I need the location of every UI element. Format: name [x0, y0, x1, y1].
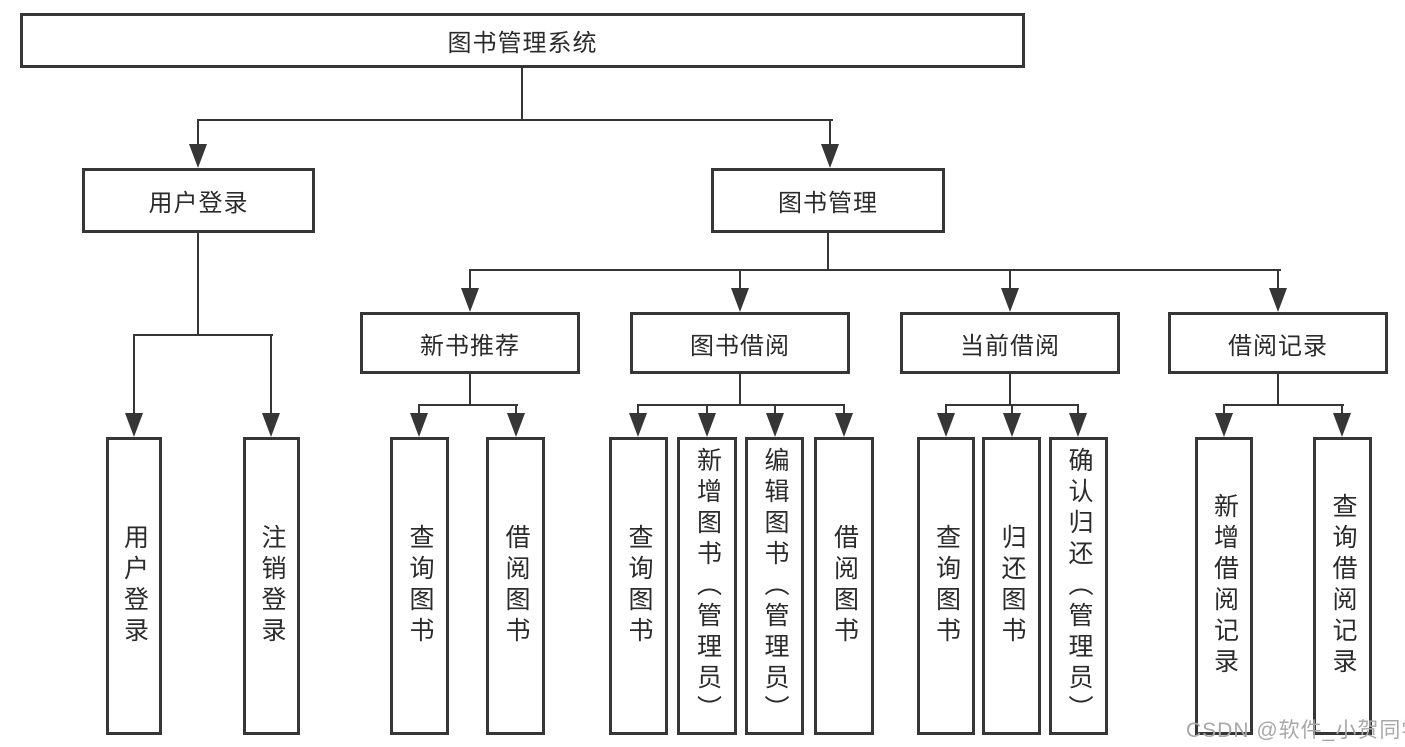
- node-library-management-system: 图书管理系统: [20, 13, 1025, 68]
- connector-line: [829, 121, 831, 147]
- node-book-borrowing: 图书借阅: [630, 312, 850, 374]
- arrow-down-icon: [1003, 413, 1021, 437]
- leaf-current-return-books: 归还图书: [982, 437, 1041, 735]
- node-user-login: 用户登录: [82, 168, 315, 233]
- connector-line: [945, 406, 947, 416]
- arrow-down-icon: [1269, 288, 1287, 312]
- leaf-current-confirm-return-admin: 确认归还（管理员）: [1049, 437, 1108, 735]
- arrow-down-icon: [821, 144, 839, 168]
- arrow-down-icon: [1069, 413, 1087, 437]
- connector-line: [469, 269, 1281, 271]
- connector-line: [418, 406, 420, 416]
- leaf-records-add-borrow-record: 新增借阅记录: [1195, 437, 1253, 735]
- node-current-borrowing: 当前借阅: [900, 312, 1120, 374]
- arrow-down-icon: [125, 413, 143, 437]
- connector-line: [1277, 271, 1279, 290]
- leaf-newbook-query-books: 查询图书: [390, 437, 449, 735]
- connector-line: [843, 406, 845, 416]
- connector-line: [1009, 374, 1011, 406]
- node-new-book-recommendation: 新书推荐: [360, 312, 580, 374]
- arrow-down-icon: [1333, 413, 1351, 437]
- leaf-logout: 注销登录: [243, 437, 300, 735]
- arrow-down-icon: [629, 413, 647, 437]
- arrow-down-icon: [189, 144, 207, 168]
- connector-line: [1341, 406, 1343, 416]
- arrow-down-icon: [507, 413, 525, 437]
- node-book-management: 图书管理: [711, 168, 945, 233]
- connector-line: [197, 121, 199, 147]
- connector-line: [1277, 374, 1279, 406]
- arrow-down-icon: [766, 413, 784, 437]
- arrow-down-icon: [937, 413, 955, 437]
- connector-line: [739, 374, 741, 406]
- connector-line: [1223, 406, 1225, 416]
- connector-line: [637, 404, 845, 406]
- connector-line: [774, 406, 776, 416]
- connector-line: [1009, 271, 1011, 290]
- connector-line: [739, 271, 741, 290]
- connector-line: [418, 404, 518, 406]
- watermark-csdn: CSDN @软件_小贺同学: [1186, 719, 1405, 742]
- connector-line: [945, 404, 1079, 406]
- arrow-down-icon: [410, 413, 428, 437]
- leaf-borrowing-query-books: 查询图书: [609, 437, 668, 735]
- arrow-down-icon: [698, 413, 716, 437]
- arrow-down-icon: [262, 413, 280, 437]
- node-borrowing-records: 借阅记录: [1168, 312, 1388, 374]
- connector-line: [637, 406, 639, 416]
- arrow-down-icon: [1215, 413, 1233, 437]
- arrow-down-icon: [1001, 288, 1019, 312]
- connector-line: [521, 68, 523, 120]
- connector-line: [706, 406, 708, 416]
- connector-line: [1011, 406, 1013, 416]
- connector-line: [270, 336, 272, 415]
- leaf-borrowing-borrow-books: 借阅图书: [814, 437, 874, 735]
- connector-line: [197, 119, 833, 121]
- leaf-user-login: 用户登录: [106, 437, 162, 735]
- connector-line: [827, 233, 829, 271]
- connector-line: [469, 374, 471, 406]
- leaf-borrowing-edit-books-admin: 编辑图书（管理员）: [745, 437, 804, 735]
- arrow-down-icon: [731, 288, 749, 312]
- arrow-down-icon: [835, 413, 853, 437]
- connector-line: [1077, 406, 1079, 416]
- leaf-current-query-books: 查询图书: [917, 437, 975, 735]
- arrow-down-icon: [461, 288, 479, 312]
- connector-line: [197, 233, 199, 336]
- connector-line: [515, 406, 517, 416]
- leaf-borrowing-add-books-admin: 新增图书（管理员）: [677, 437, 737, 735]
- leaf-records-query-borrow-record: 查询借阅记录: [1313, 437, 1372, 735]
- leaf-newbook-borrow-books: 借阅图书: [486, 437, 545, 735]
- connector-line: [133, 336, 135, 415]
- connector-line: [133, 334, 273, 336]
- connector-line: [1223, 404, 1344, 406]
- connector-line: [469, 271, 471, 290]
